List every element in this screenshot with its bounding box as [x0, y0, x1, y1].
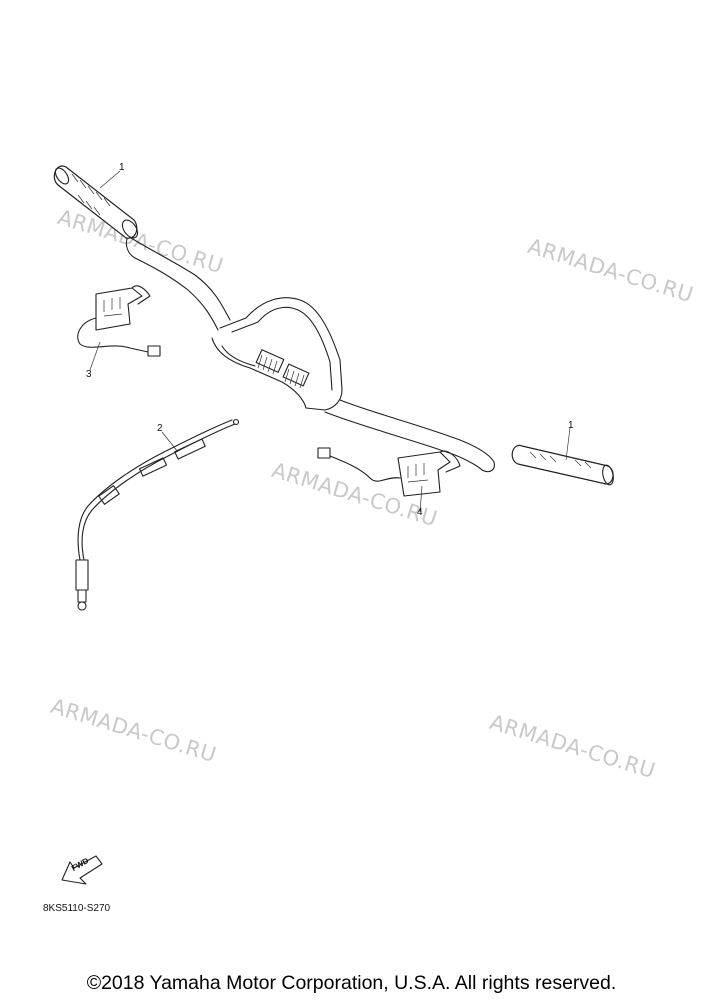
- callout-heater-left: 3: [86, 369, 92, 380]
- part-code: 8KS5110-S270: [43, 903, 111, 914]
- throttle-cable: [75, 418, 240, 611]
- callout-grip-right: 1: [568, 420, 574, 431]
- left-grip: [53, 165, 139, 239]
- callout-heater-right: 4: [417, 507, 423, 518]
- right-heater: [317, 447, 461, 513]
- callout-cable: 2: [157, 423, 163, 434]
- right-grip: [511, 427, 614, 486]
- left-heater: [77, 285, 161, 371]
- handlebar: [125, 235, 495, 473]
- callout-grip-left: 1: [119, 162, 125, 173]
- fwd-arrow-icon: [61, 855, 103, 885]
- copyright-notice: ©2018 Yamaha Motor Corporation, U.S.A. A…: [86, 972, 617, 994]
